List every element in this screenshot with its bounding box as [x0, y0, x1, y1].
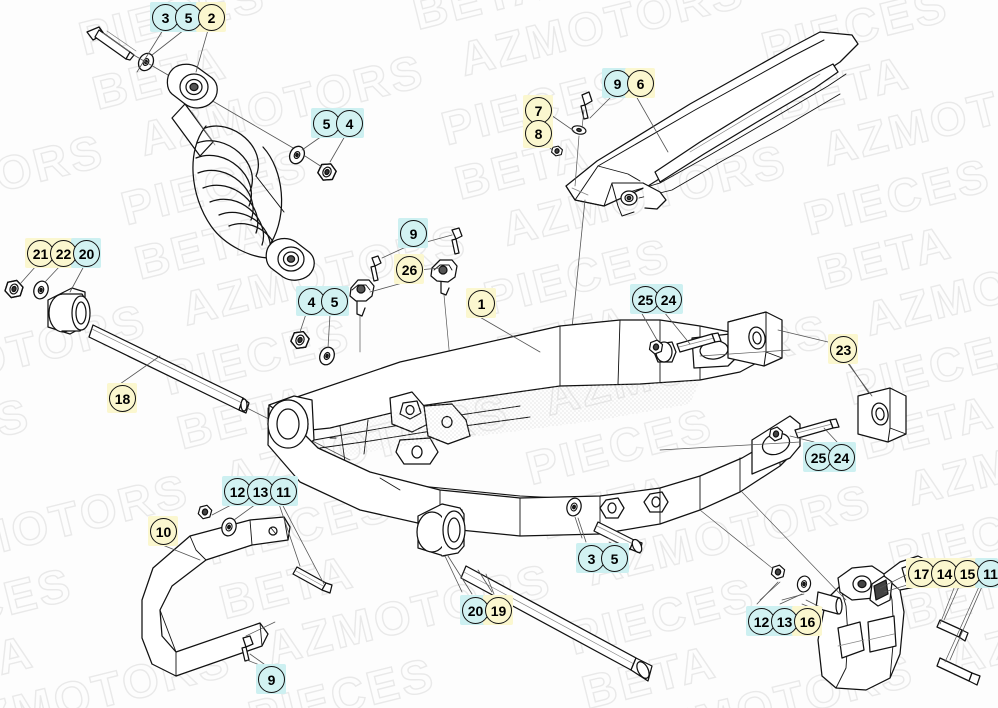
- part-23-adjuster-block-top: [727, 311, 783, 367]
- part-11-bolt-left: [292, 566, 333, 594]
- part-12-nut-right: [770, 564, 786, 580]
- part-5-washer-shock: [286, 143, 308, 167]
- callout-bubble-11[interactable]: 11: [977, 560, 998, 587]
- part-3-washer-bottom: [566, 497, 582, 517]
- part-7-washer-guard: [571, 125, 587, 135]
- part-19-rear-axle: [460, 565, 653, 682]
- callout-bubble-22[interactable]: 22: [50, 240, 77, 267]
- callout-bubble-5[interactable]: 5: [321, 288, 348, 315]
- part-13-washer-right: [796, 575, 812, 593]
- callout-bubble-24[interactable]: 24: [655, 286, 682, 313]
- callout-bubble-16[interactable]: 16: [794, 608, 821, 635]
- part-10-chain-guide-bracket: [141, 516, 291, 677]
- part-20-spacer-bottom: [416, 503, 466, 557]
- callout-bubble-14[interactable]: 14: [931, 560, 958, 587]
- callout-bubble-2[interactable]: 2: [198, 4, 225, 31]
- callout-bubble-15[interactable]: 15: [954, 560, 981, 587]
- callout-bubble-20[interactable]: 20: [73, 240, 100, 267]
- callout-bubble-10[interactable]: 10: [150, 518, 177, 545]
- callout-bubble-11[interactable]: 11: [270, 478, 297, 505]
- callout-bubble-13[interactable]: 13: [247, 478, 274, 505]
- part-18-pivot-shaft: [88, 324, 250, 414]
- callout-bubble-19[interactable]: 19: [485, 597, 512, 624]
- part-3-shock-bolt: [86, 26, 137, 61]
- part-24-screw-top: [676, 332, 722, 353]
- callout-bubble-4[interactable]: 4: [336, 110, 363, 137]
- callout-bubble-9[interactable]: 9: [604, 70, 631, 97]
- callout-bubble-20[interactable]: 20: [462, 597, 489, 624]
- callout-bubble-9[interactable]: 9: [400, 220, 427, 247]
- part-9-screw-bottom: [241, 635, 254, 662]
- part-9-screw-guard: [580, 91, 593, 120]
- callout-bubble-3[interactable]: 3: [578, 545, 605, 572]
- callout-bubble-18[interactable]: 18: [109, 385, 136, 412]
- part-24-screw-bottom: [794, 418, 840, 439]
- part-16-spacer-right: [815, 591, 843, 615]
- part-25-nut-bottom: [768, 426, 784, 442]
- part-4-nut-shock: [315, 159, 339, 185]
- part-23-adjuster-block-bottom: [857, 387, 907, 443]
- callout-bubble-25[interactable]: 25: [632, 286, 659, 313]
- part-9-screw-a: [370, 255, 382, 282]
- callout-bubble-5[interactable]: 5: [175, 4, 202, 31]
- part-1-swingarm: [267, 319, 801, 537]
- callout-bubble-5[interactable]: 5: [601, 545, 628, 572]
- part-17-chain-guide-insert: [869, 575, 893, 607]
- part-6-chain-slider-guard: [565, 31, 859, 217]
- part-11-bolt-guide: [936, 657, 981, 686]
- part-15-bolt-guide: [936, 619, 969, 642]
- callout-bubble-21[interactable]: 21: [27, 240, 54, 267]
- callout-bubble-7[interactable]: 7: [525, 97, 552, 124]
- callout-bubble-6[interactable]: 6: [627, 70, 654, 97]
- callout-bubble-24[interactable]: 24: [828, 444, 855, 471]
- part-13-washer-left: [221, 517, 237, 537]
- part-26-clamp-a: [349, 279, 375, 317]
- callout-bubble-1[interactable]: 1: [468, 290, 495, 317]
- part-25-nut-top: [648, 339, 664, 355]
- callout-bubble-9[interactable]: 9: [258, 666, 285, 693]
- callout-bubble-23[interactable]: 23: [830, 336, 857, 363]
- callout-bubble-8[interactable]: 8: [525, 120, 552, 147]
- part-20-spacer-left: [47, 287, 91, 335]
- part-9-screw-b: [451, 227, 463, 255]
- part-5-bolt-bottom: [593, 521, 643, 554]
- part-5-washer-mid: [316, 344, 338, 368]
- part-12-nut-left: [197, 504, 213, 520]
- part-22-washer: [30, 278, 52, 302]
- callout-bubble-12[interactable]: 12: [224, 478, 251, 505]
- part-26-clamp-b: [430, 259, 458, 296]
- callout-bubble-13[interactable]: 13: [771, 608, 798, 635]
- part-8-nut-guard: [550, 145, 564, 157]
- part-2-shock-absorber: [166, 63, 315, 281]
- callout-bubble-4[interactable]: 4: [298, 288, 325, 315]
- callout-bubble-26[interactable]: 26: [396, 256, 423, 283]
- part-21-axle-nut: [2, 277, 26, 301]
